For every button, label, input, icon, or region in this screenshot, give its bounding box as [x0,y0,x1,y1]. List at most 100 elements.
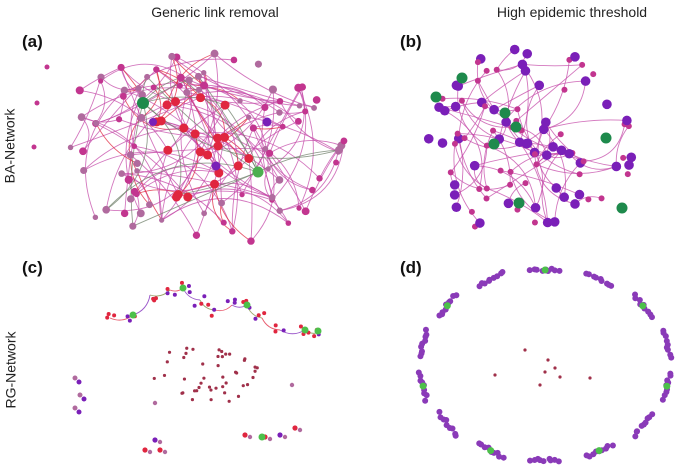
network-node [72,405,78,411]
network-node [437,138,448,148]
network-node [624,171,631,178]
network-edge [83,127,184,171]
hub-node [487,447,495,455]
network-edge [279,111,306,114]
chain-node [186,283,191,288]
network-node [285,220,292,226]
chain-node [105,315,110,320]
network-node [503,198,514,209]
network-node [267,436,273,442]
isolated-node [553,366,557,370]
hub-node [314,327,322,335]
isolated-node [233,370,238,374]
network-node [580,158,587,165]
network-node [590,71,597,78]
network-node [564,148,575,159]
network-node [192,231,201,239]
isolated-node [241,384,245,388]
network-node [262,145,269,152]
chain-node [273,329,278,334]
network-node [556,145,567,156]
network-node [620,154,627,161]
network-node [475,218,485,228]
isolated-node [199,381,203,385]
network-edge [454,145,488,196]
network-node [340,137,348,145]
network-node [98,78,104,84]
cluster-node [500,454,507,461]
network-node [611,161,622,172]
isolated-node [44,64,50,70]
network-edge [146,58,234,78]
network-edge [214,182,289,224]
isolated-node [201,362,205,366]
network-node [194,72,203,80]
chain-node [253,316,258,321]
isolated-node [207,385,212,389]
network-node [549,217,560,227]
network-edge [279,140,345,212]
network-edge [486,149,562,199]
network-edge [105,102,148,211]
network-node [548,142,558,152]
network-edge [121,173,225,223]
isolated-node [31,144,37,150]
cluster-node [668,354,675,361]
isolated-node [152,376,156,381]
isolated-node [223,391,227,395]
cluster-node [556,267,563,274]
network-node [146,201,153,209]
network-edge [252,127,313,191]
network-node [200,81,209,90]
network-edge [267,87,305,170]
isolated-node [253,365,257,369]
network-node [156,116,166,126]
network-edge [543,129,566,198]
network-edge [481,70,526,103]
chain-node [212,307,217,312]
isolated-node [216,363,220,368]
chain-node [165,291,170,296]
network-node [81,396,87,402]
network-edge [214,304,233,312]
cluster-node [636,296,643,303]
network-node [119,92,127,100]
network-edge [161,92,197,221]
network-node [76,409,82,415]
network-node [481,103,488,110]
network-node [239,191,245,198]
network-node [531,151,538,158]
network-edge [248,158,253,242]
network-node [468,208,475,215]
network-node [195,93,205,103]
cluster-node [417,377,424,384]
network-node [214,168,224,178]
column-title-generic-link-removal: Generic link removal [151,4,279,20]
cluster-node [481,280,488,287]
network-node [522,138,533,149]
network-node [210,49,219,58]
panel-label-d: (d) [400,258,422,277]
network-node [150,84,157,91]
network-node [237,98,243,104]
network-node [247,237,255,245]
hub-node [430,91,442,103]
network-node [249,124,257,132]
network-node [531,219,538,226]
network-node [292,425,298,431]
hub-node [443,302,451,310]
hub-node [179,284,187,292]
network-node [162,100,172,110]
isolated-node [185,346,189,350]
network-node [79,147,87,156]
network-node [213,133,223,143]
isolated-node [167,350,172,354]
network-node [541,117,551,128]
cluster-node [499,269,506,276]
network-edge [261,317,281,331]
isolated-node [209,398,213,402]
network-node [157,439,163,445]
network-node [507,168,514,175]
network-edge [464,106,486,139]
network-node [118,170,125,177]
